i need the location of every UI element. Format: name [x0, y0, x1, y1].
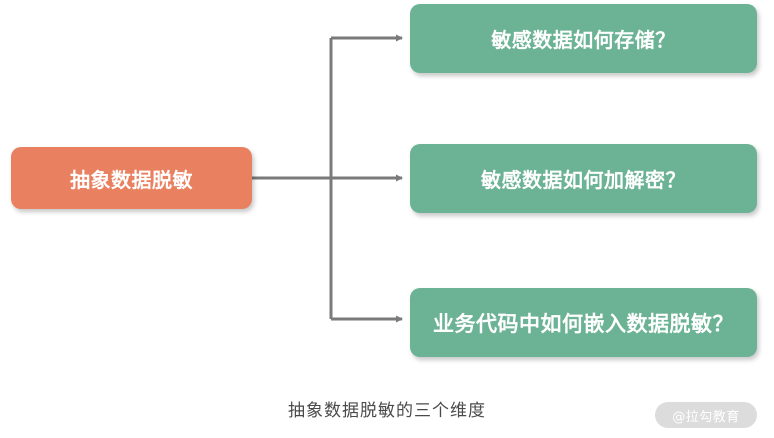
watermark-badge: @拉勾教育	[655, 402, 757, 428]
node-branch-storage-label: 敏感数据如何存储？	[491, 28, 676, 52]
node-branch-encryption-label: 敏感数据如何加解密？	[481, 168, 686, 192]
node-branch-business-code-label: 业务代码中如何嵌入数据脱敏？	[433, 311, 734, 336]
node-root[interactable]: 抽象数据脱敏	[11, 147, 252, 209]
node-root-label: 抽象数据脱敏	[70, 167, 193, 192]
watermark-label: @拉勾教育	[672, 409, 740, 425]
diagram-caption: 抽象数据脱敏的三个维度	[288, 401, 486, 421]
node-branch-business-code[interactable]: 业务代码中如何嵌入数据脱敏？	[410, 288, 757, 357]
node-branch-storage[interactable]: 敏感数据如何存储？	[410, 4, 757, 73]
node-branch-encryption[interactable]: 敏感数据如何加解密？	[410, 144, 757, 213]
